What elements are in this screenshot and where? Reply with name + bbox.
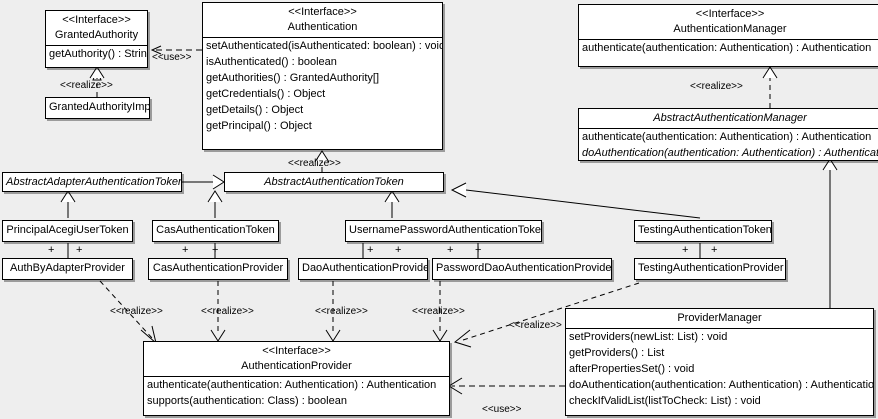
- class-password-dao-authentication-provider[interactable]: PasswordDaoAuthenticationProvider: [432, 258, 612, 280]
- class-name: UsernamePasswordAuthenticationToken: [349, 224, 541, 236]
- class-name: Authentication: [287, 21, 358, 33]
- operation: getCredentials() : Object: [206, 88, 326, 100]
- edge-label-realize-granted-authority-impl: <<realize>>: [60, 80, 113, 91]
- edge-label-realize-auth-by-adapter-provider: <<realize>>: [110, 306, 163, 317]
- stereotype-label: <<Interface>>: [695, 8, 765, 20]
- edge-label-realize-abstract-authentication-token: <<realize>>: [288, 158, 341, 169]
- class-authentication-manager[interactable]: <<Interface>> AuthenticationManager auth…: [578, 4, 878, 67]
- class-abstract-adapter-authentication-token[interactable]: AbstractAdapterAuthenticationToken: [2, 172, 182, 192]
- stereotype-label: <<Interface>>: [262, 345, 331, 357]
- operations-compartment: authenticate(authentication: Authenticat…: [579, 129, 878, 161]
- association-marker-plus: +: [182, 244, 189, 256]
- operation: setAuthenticated(isAuthenticated: boolea…: [206, 40, 442, 52]
- operation: supports(authentication: Class) : boolea…: [147, 395, 347, 407]
- edge-label-realize-abstract-authentication-manager: <<realize>>: [690, 81, 743, 92]
- operation: getAuthorities() : GrantedAuthority[]: [206, 72, 380, 84]
- class-provider-manager[interactable]: ProviderManager setProviders(newList: Li…: [565, 308, 874, 416]
- class-authentication-provider[interactable]: <<Interface>> AuthenticationProvider aut…: [143, 341, 450, 416]
- class-testing-authentication-token[interactable]: TestingAuthenticationToken: [634, 220, 772, 242]
- operations-compartment: setAuthenticated(isAuthenticated: boolea…: [203, 38, 442, 134]
- operation: getAuthority() : String: [49, 48, 147, 60]
- operations-compartment: setProviders(newList: List) : void getPr…: [566, 329, 873, 409]
- class-cas-authentication-provider[interactable]: CasAuthenticationProvider: [148, 258, 288, 280]
- class-name: CasAuthenticationProvider: [152, 262, 284, 274]
- class-header: <<Interface>> GrantedAuthority: [46, 11, 147, 45]
- class-header: <<Interface>> Authentication: [203, 3, 442, 37]
- operations-compartment: getAuthority() : String: [46, 46, 147, 62]
- operation: checkIfValidList(listToCheck: List) : vo…: [569, 395, 761, 407]
- class-header: <<Interface>> AuthenticationProvider: [144, 342, 449, 376]
- class-name: AuthenticationManager: [673, 23, 787, 35]
- operation: authenticate(authentication: Authenticat…: [147, 379, 437, 391]
- class-header: AbstractAuthenticationManager: [579, 109, 878, 128]
- operation: getPrincipal() : Object: [206, 120, 312, 132]
- class-header: ProviderManager: [566, 309, 873, 328]
- class-testing-authentication-provider[interactable]: TestingAuthenticationProvider: [634, 258, 786, 280]
- association-marker-plus: +: [711, 244, 718, 256]
- operation: authenticate(authentication: Authenticat…: [582, 42, 872, 54]
- class-name: DaoAuthenticationProvider: [302, 262, 427, 274]
- class-name: AbstractAuthenticationToken: [264, 176, 404, 188]
- class-abstract-authentication-token[interactable]: AbstractAuthenticationToken: [224, 172, 444, 192]
- class-dao-authentication-provider[interactable]: DaoAuthenticationProvider: [298, 258, 428, 280]
- class-name: AuthenticationProvider: [241, 360, 352, 372]
- operations-compartment: authenticate(authentication: Authenticat…: [579, 40, 878, 56]
- class-name: AbstractAdapterAuthenticationToken: [6, 176, 181, 188]
- divider: [46, 45, 147, 46]
- divider: [144, 376, 449, 377]
- association-marker-plus: +: [447, 244, 454, 256]
- operation: afterPropertiesSet() : void: [569, 363, 695, 375]
- class-granted-authority[interactable]: <<Interface>> GrantedAuthority getAuthor…: [45, 10, 148, 68]
- class-name: ProviderManager: [677, 312, 762, 324]
- operation: authenticate(authentication: Authenticat…: [582, 131, 872, 143]
- class-name: AuthByAdapterProvider: [10, 262, 125, 274]
- class-abstract-authentication-manager[interactable]: AbstractAuthenticationManager authentica…: [578, 108, 878, 161]
- operation: setProviders(newList: List) : void: [569, 331, 728, 343]
- class-authentication[interactable]: <<Interface>> Authentication setAuthenti…: [202, 2, 443, 150]
- class-name: GrantedAuthorityImpl: [49, 101, 149, 113]
- edge-label-realize-testing-authentication-provider: <<realize>>: [509, 320, 562, 331]
- edge-label-use-provider-manager: <<use>>: [482, 404, 522, 415]
- association-marker-plus: +: [367, 244, 374, 256]
- class-header: <<Interface>> AuthenticationManager: [579, 5, 878, 39]
- operation: doAuthentication(authentication: Authent…: [582, 147, 878, 159]
- class-name: PasswordDaoAuthenticationProvider: [436, 262, 611, 274]
- class-name: TestingAuthenticationToken: [638, 224, 771, 236]
- stereotype-label: <<Interface>>: [288, 6, 357, 18]
- association-marker-plus: +: [76, 244, 83, 256]
- association-marker-plus: +: [212, 244, 219, 256]
- operation: doAuthentication(authentication: Authent…: [569, 379, 873, 391]
- association-marker-plus: +: [475, 244, 482, 256]
- edge-label-use-granted-authority: <<use>>: [152, 52, 192, 63]
- edge-label-realize-dao-authentication-provider: <<realize>>: [315, 306, 368, 317]
- operations-compartment: authenticate(authentication: Authenticat…: [144, 377, 449, 409]
- divider: [579, 39, 878, 40]
- class-cas-authentication-token[interactable]: CasAuthenticationToken: [152, 220, 279, 242]
- class-principal-acegi-user-token[interactable]: PrincipalAcegiUserToken: [2, 220, 133, 242]
- stereotype-label: <<Interface>>: [62, 14, 131, 26]
- class-name: PrincipalAcegiUserToken: [6, 224, 129, 236]
- association-marker-plus: +: [682, 244, 689, 256]
- class-name: AbstractAuthenticationManager: [653, 112, 807, 124]
- class-name: GrantedAuthority: [54, 29, 139, 41]
- divider: [203, 37, 442, 38]
- class-auth-by-adapter-provider[interactable]: AuthByAdapterProvider: [2, 258, 133, 280]
- operation: getDetails() : Object: [206, 104, 304, 116]
- class-username-password-authentication-token[interactable]: UsernamePasswordAuthenticationToken: [345, 220, 542, 242]
- divider: [566, 328, 873, 329]
- edge-label-realize-password-dao-authentication-provider: <<realize>>: [412, 306, 465, 317]
- class-name: CasAuthenticationToken: [156, 224, 275, 236]
- edge-label-realize-cas-authentication-provider: <<realize>>: [201, 306, 254, 317]
- operation: getProviders() : List: [569, 347, 665, 359]
- class-name: TestingAuthenticationProvider: [638, 262, 784, 274]
- class-granted-authority-impl[interactable]: GrantedAuthorityImpl: [45, 97, 150, 119]
- association-marker-plus: +: [395, 244, 402, 256]
- association-marker-plus: +: [48, 244, 55, 256]
- operation: isAuthenticated() : boolean: [206, 56, 337, 68]
- divider: [579, 128, 878, 129]
